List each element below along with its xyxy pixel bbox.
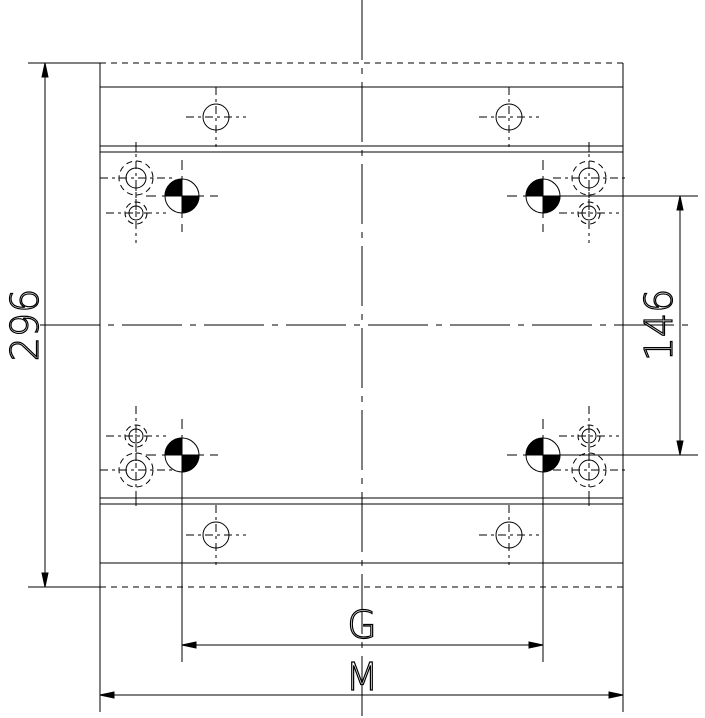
bolt-hole-small (559, 183, 619, 243)
mounting-hole (479, 87, 539, 147)
mark-quadrant (525, 437, 544, 456)
mounting-holes (100, 87, 625, 565)
center-lines (40, 0, 690, 718)
mark-quadrant (181, 195, 200, 214)
dimension-lines (28, 62, 698, 699)
dimension-m-label: M (346, 655, 379, 699)
mark-quadrant (164, 178, 183, 197)
mark-quadrant (525, 178, 544, 197)
mark-quadrant (542, 454, 561, 473)
mounting-hole (479, 505, 539, 565)
dimension-vertical-spacing-label: 146 (637, 289, 681, 362)
dimension-g-label: G (347, 603, 376, 647)
centroid-mark (507, 160, 579, 232)
bolt-hole-small (559, 406, 619, 466)
bolt-hole-small (106, 406, 166, 466)
bolt-hole-small (106, 183, 166, 243)
centroid-mark (146, 160, 218, 232)
mark-quadrant (164, 437, 183, 456)
mark-quadrant (542, 195, 561, 214)
mounting-hole (186, 505, 246, 565)
mark-quadrant (181, 454, 200, 473)
mounting-hole (186, 87, 246, 147)
dimension-height-label: 296 (3, 289, 47, 362)
center-marks (146, 160, 579, 491)
